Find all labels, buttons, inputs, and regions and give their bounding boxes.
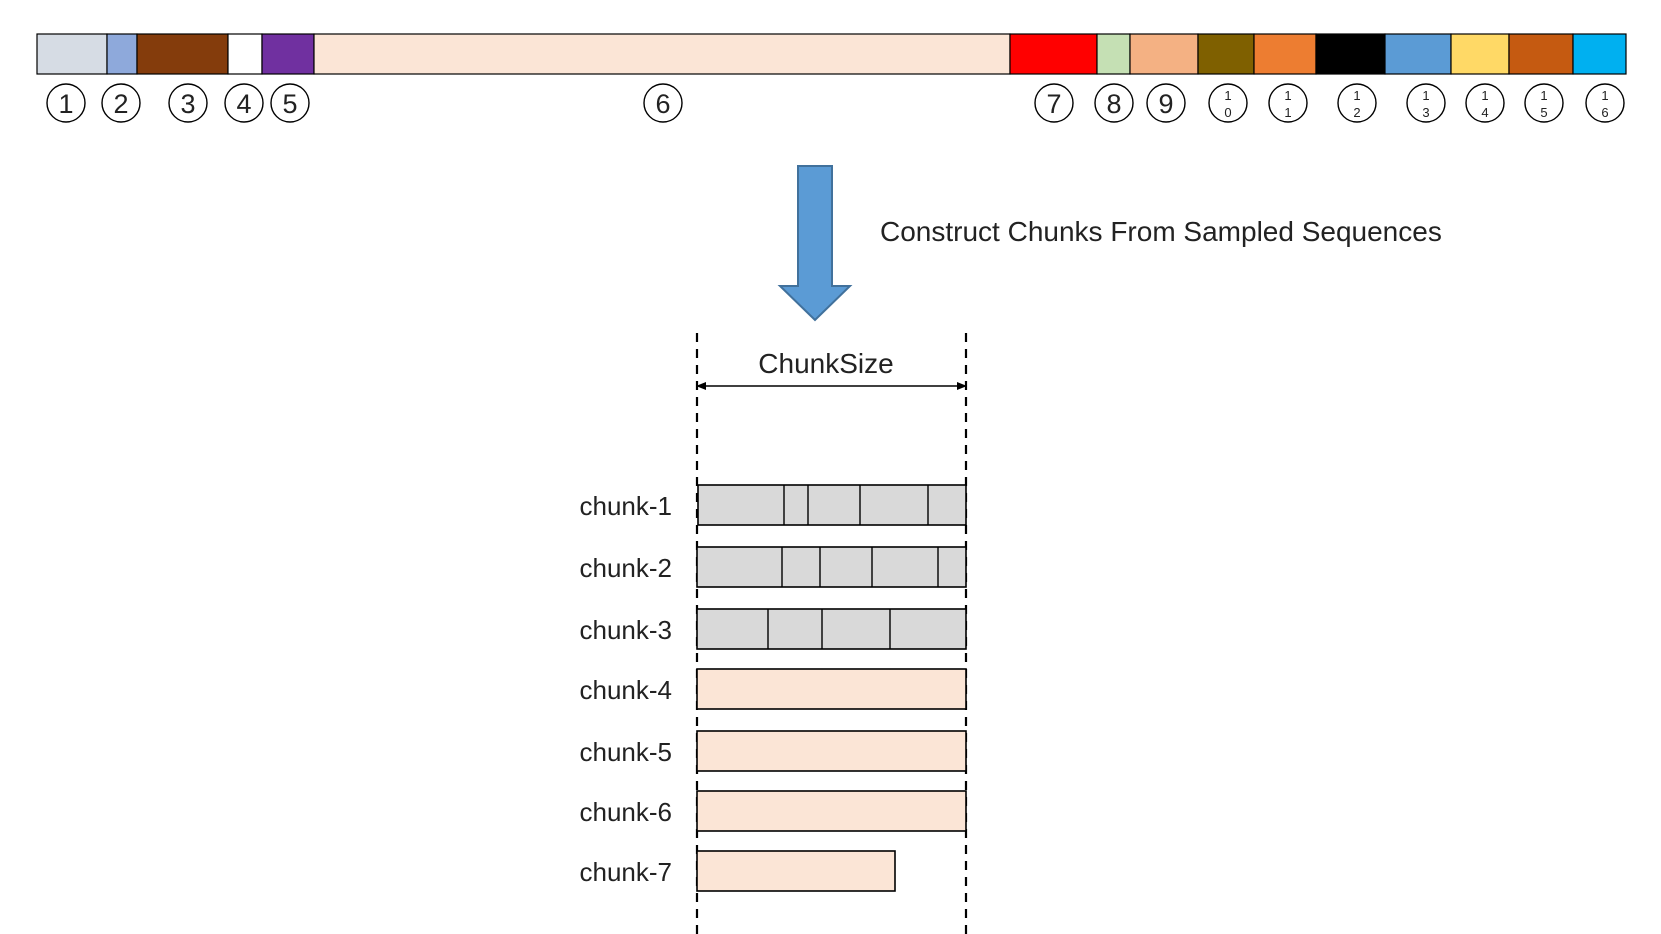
sequence-segment-6	[313, 33, 1011, 75]
marker-circle	[1268, 83, 1308, 123]
marker-number: 9	[1158, 89, 1173, 119]
marker-number: 1	[1601, 88, 1608, 103]
marker-number: 1	[1284, 88, 1291, 103]
marker-number: 5	[282, 89, 297, 119]
chunk-row-2: chunk-2	[580, 546, 967, 588]
marker-circle	[270, 83, 310, 123]
sequence-marker-13: 13	[1406, 83, 1446, 123]
sequence-segment-11	[1253, 33, 1317, 75]
sequence-marker-6: 6	[643, 83, 683, 123]
chunk-row-1: chunk-1	[580, 484, 967, 526]
sequence-segment-3	[136, 33, 229, 75]
chunk-label: chunk-3	[580, 615, 673, 645]
sequence-segment-7	[1009, 33, 1098, 75]
chunk-label: chunk-6	[580, 797, 673, 827]
sequence-marker-1: 1	[46, 83, 86, 123]
marker-circle	[101, 83, 141, 123]
chunk-label: chunk-2	[580, 553, 673, 583]
sequence-marker-7: 7	[1034, 83, 1074, 123]
chunk-list: chunk-1 chunk-2 chunk-3 chunk-4 chunk-5 chunk…	[580, 484, 967, 892]
chunk-row-5: chunk-5	[580, 730, 967, 772]
sequence-marker-2: 2	[101, 83, 141, 123]
marker-number: 1	[1224, 88, 1231, 103]
marker-number: 7	[1046, 89, 1061, 119]
marker-circle	[1146, 83, 1186, 123]
sequence-segment-12	[1315, 33, 1386, 75]
arrow-label: Construct Chunks From Sampled Sequences	[880, 216, 1442, 247]
chunk-box	[697, 484, 967, 526]
sequence-segment-14	[1450, 33, 1510, 75]
marker-circle	[224, 83, 264, 123]
sequence-marker-12: 12	[1337, 83, 1377, 123]
chunk-row-6: chunk-6	[580, 790, 967, 832]
sequence-marker-5: 5	[270, 83, 310, 123]
chunk-label: chunk-1	[580, 491, 673, 521]
sequence-segment-10	[1197, 33, 1255, 75]
marker-number: 5	[1540, 105, 1547, 120]
chunk-label: chunk-7	[580, 857, 673, 887]
sequence-marker-4: 4	[224, 83, 264, 123]
chunk-box	[696, 608, 967, 650]
sequence-segment-9	[1129, 33, 1199, 75]
marker-circle	[46, 83, 86, 123]
sequence-marker-11: 11	[1268, 83, 1308, 123]
marker-circle	[1465, 83, 1505, 123]
chunk-size-label: ChunkSize	[758, 348, 893, 379]
sequence-marker-15: 15	[1524, 83, 1564, 123]
marker-circle	[1406, 83, 1446, 123]
chunk-box	[696, 668, 967, 710]
sequence-marker-10: 10	[1208, 83, 1248, 123]
sequence-segment-15	[1508, 33, 1574, 75]
down-arrow-icon	[777, 165, 853, 322]
chunk-row-4: chunk-4	[580, 668, 967, 710]
sequence-segment-4	[227, 33, 263, 75]
marker-circle	[1034, 83, 1074, 123]
marker-number: 6	[1601, 105, 1608, 120]
marker-circle	[1524, 83, 1564, 123]
marker-number: 6	[655, 89, 670, 119]
chunk-label: chunk-4	[580, 675, 673, 705]
chunk-row-3: chunk-3	[580, 608, 967, 650]
sequence-segment-5	[261, 33, 315, 75]
chunk-row-7: chunk-7	[580, 850, 896, 892]
chunk-box	[696, 730, 967, 772]
chunk-label: chunk-5	[580, 737, 673, 767]
marker-number: 1	[1422, 88, 1429, 103]
sampled-sequence-bar	[36, 33, 1627, 75]
marker-number: 3	[180, 89, 195, 119]
marker-number: 4	[236, 89, 251, 119]
marker-number: 8	[1106, 89, 1121, 119]
marker-circle	[168, 83, 208, 123]
marker-number: 1	[1540, 88, 1547, 103]
sequence-marker-14: 14	[1465, 83, 1505, 123]
sequence-marker-3: 3	[168, 83, 208, 123]
marker-number: 1	[58, 89, 73, 119]
marker-circle	[1094, 83, 1134, 123]
marker-number: 1	[1353, 88, 1360, 103]
marker-number: 1	[1284, 105, 1291, 120]
marker-circle	[1585, 83, 1625, 123]
marker-circle	[1208, 83, 1248, 123]
sequence-segment-1	[36, 33, 108, 75]
sequence-segment-2	[106, 33, 138, 75]
chunk-box	[696, 546, 967, 588]
sequence-marker-16: 16	[1585, 83, 1625, 123]
marker-number: 1	[1481, 88, 1488, 103]
sequence-segment-8	[1096, 33, 1131, 75]
sequence-marker-9: 9	[1146, 83, 1186, 123]
chunk-box	[696, 790, 967, 832]
marker-number: 4	[1481, 105, 1488, 120]
marker-circle	[643, 83, 683, 123]
sequence-marker-8: 8	[1094, 83, 1134, 123]
marker-number: 2	[113, 89, 128, 119]
marker-number: 0	[1224, 105, 1231, 120]
marker-circle	[1337, 83, 1377, 123]
marker-number: 2	[1353, 105, 1360, 120]
marker-number: 3	[1422, 105, 1429, 120]
sequence-segment-13	[1384, 33, 1452, 75]
chunk-box	[696, 850, 896, 892]
sequence-segment-16	[1572, 33, 1627, 75]
